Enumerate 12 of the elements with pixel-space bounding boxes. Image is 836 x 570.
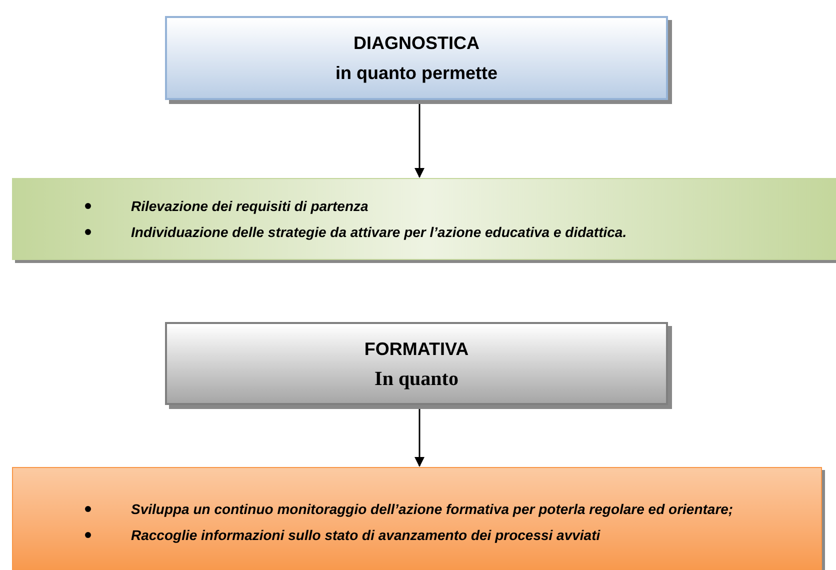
- list-item: Individuazione delle strategie da attivare per l’azione educativa e didattica.: [131, 223, 627, 242]
- bullet-band: [12, 467, 822, 570]
- heading-text: FORMATIVA: [364, 338, 469, 360]
- arrow: [414, 407, 424, 467]
- list-item: Rilevazione dei requisiti di partenza: [131, 197, 368, 216]
- heading-text: DIAGNOSTICA: [354, 32, 480, 55]
- list-item: Raccoglie informazioni sullo stato di avanzamento dei processi avviati: [131, 526, 600, 545]
- list-item: Sviluppa un continuo monitoraggio dell’azione formativa per poterla regolare ed orientare;: [131, 500, 734, 519]
- heading-text: In quanto: [374, 366, 458, 392]
- heading-text: in quanto permette: [335, 62, 498, 85]
- arrow: [414, 102, 424, 178]
- bullet-band: [12, 178, 836, 260]
